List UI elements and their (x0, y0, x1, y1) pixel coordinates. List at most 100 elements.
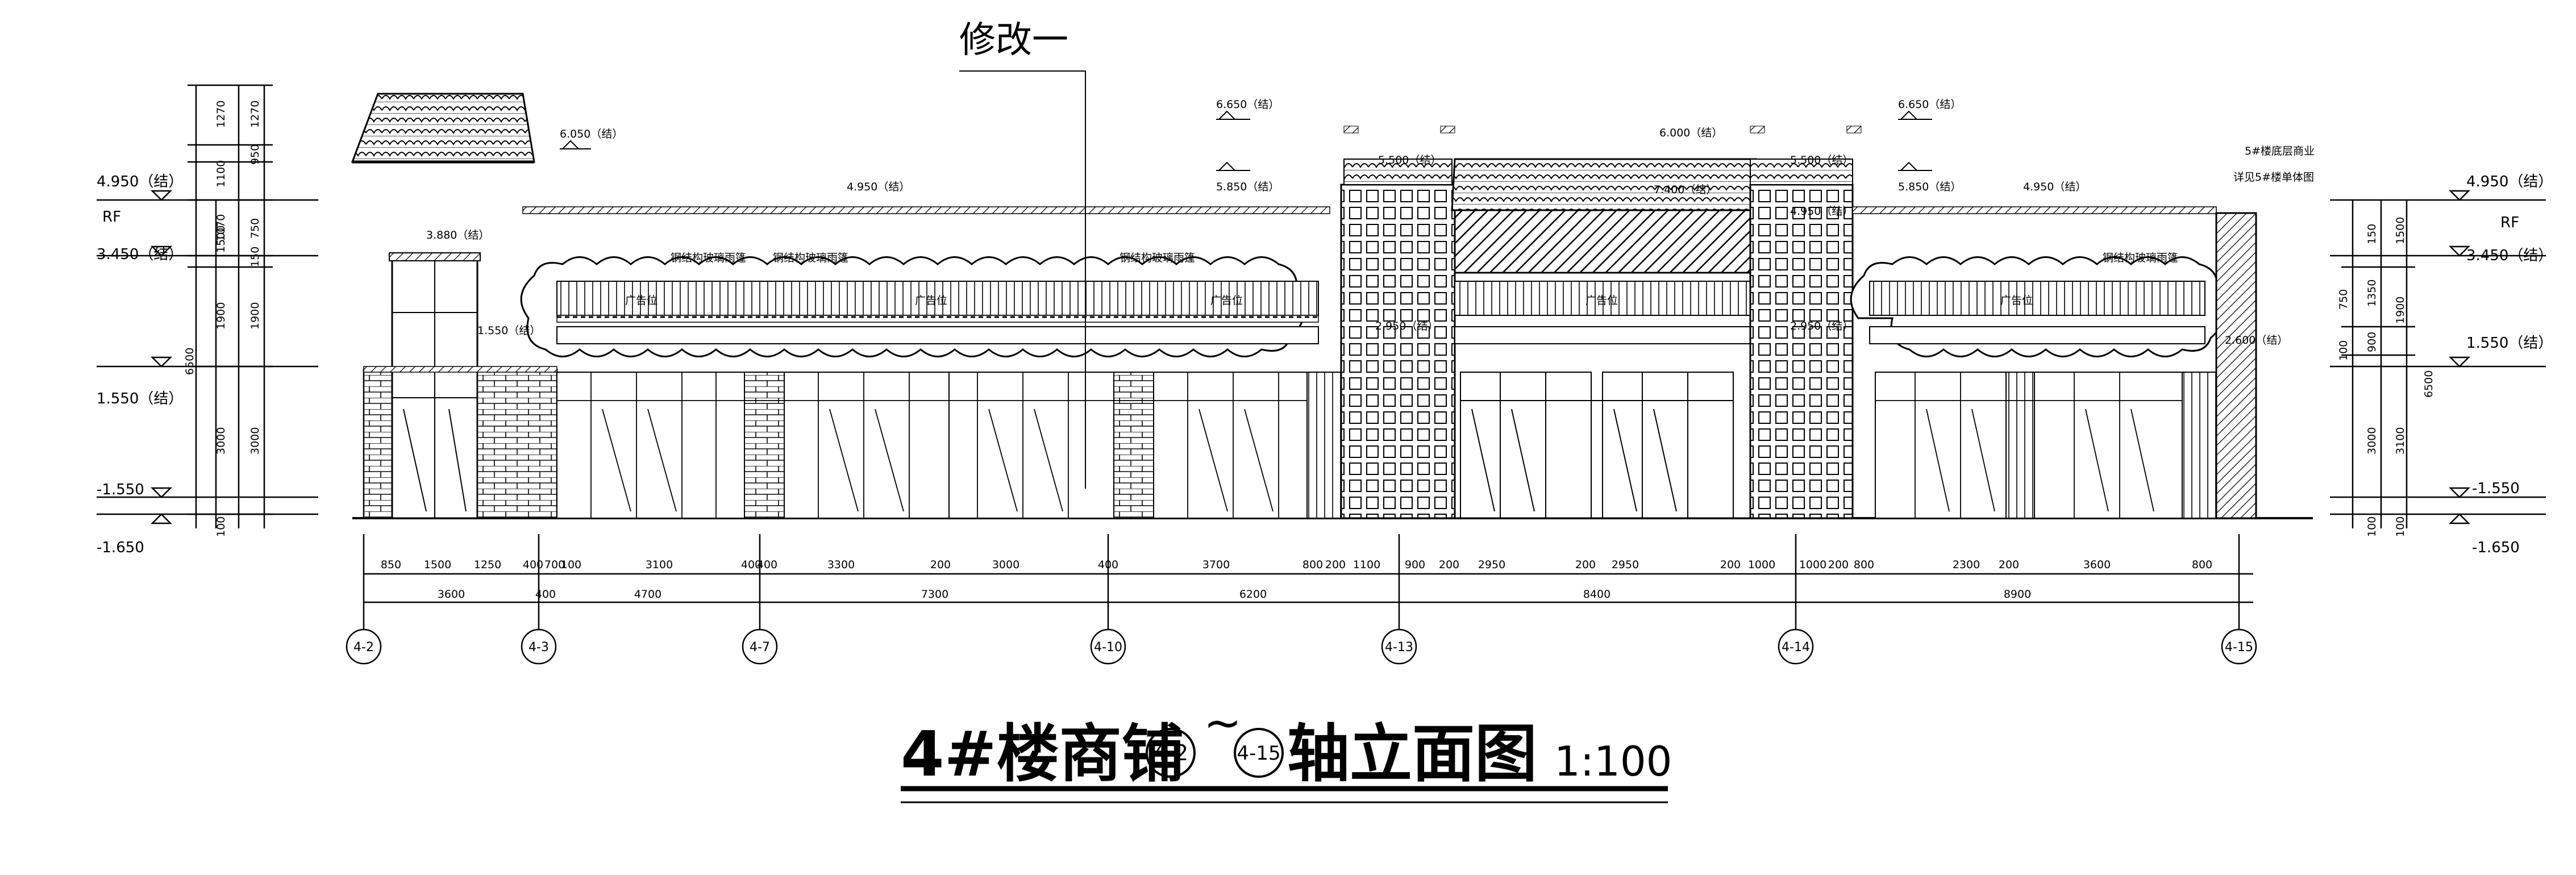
dim-row1-value: 1250 (474, 559, 501, 571)
left-vdim-a0: 1270 (215, 101, 227, 128)
dim-row1-value: 3000 (992, 559, 1019, 571)
brick-pier-2 (476, 368, 558, 519)
dim-row2-value: 400 (535, 588, 556, 601)
right-vdim-a4: 3000 (2366, 427, 2378, 455)
hatched-gable (1454, 209, 1751, 274)
dim-row1-value: 200 (1999, 559, 2019, 571)
dim-row1-value: 400 (523, 559, 543, 571)
left-vdim-a2: 1070 (215, 214, 227, 241)
dim-row1-value: 400 (1098, 559, 1118, 571)
left-level-1550: 1.550（结） (97, 390, 183, 407)
right-vdim-b3: 3100 (2394, 427, 2407, 455)
dim-row1-value: 800 (1854, 559, 1874, 571)
lvl-4950-b: 4.950（结） (2023, 181, 2086, 193)
axis-label: 4-10 (1094, 640, 1122, 655)
dim-row1-value: 400 (741, 559, 761, 571)
dim-row2-value: 4700 (634, 588, 661, 601)
left-vdim-a4: 1900 (215, 302, 227, 330)
right-vdim-total: 6500 (2423, 370, 2435, 398)
lvl-5500-a: 5.500（结） (1378, 154, 1441, 166)
axis-bubble (1381, 628, 1417, 665)
building-5-edge (2215, 212, 2257, 519)
lvl-6050: 6.050（结） (560, 128, 623, 140)
left-vdim-b5: 3000 (249, 427, 261, 455)
right-level-1550: 1.550（结） (2466, 335, 2553, 352)
dim-row1-value: 200 (1575, 559, 1596, 571)
canopy-label-1: 钢结构玻璃雨篷 (671, 252, 746, 264)
dim-row1-value: 3700 (1202, 559, 1230, 571)
left-vdim-b3: 750 (249, 218, 261, 239)
axis-bubble (2221, 628, 2257, 665)
axis-label: 4-2 (353, 640, 374, 655)
right-vdim-b2: 100 (2337, 340, 2350, 361)
right-level-rf: RF (2500, 214, 2519, 231)
dim-row1-value: 200 (1439, 559, 1459, 571)
drawing-title: 4#楼商铺 4-2 ~ 4-15 轴立面图 1:100 (901, 697, 1672, 803)
lvl-1550: 1.550（结） (477, 324, 540, 337)
right-vdim-a2: 750 (2337, 289, 2350, 310)
dim-row1-value: 400 (757, 559, 777, 571)
dim-row1-value: 3300 (827, 559, 855, 571)
dim-row1-value: 700 (544, 559, 565, 571)
right-vdim-a5: 100 (2366, 516, 2378, 537)
title-suffix: 轴立面图 (1287, 718, 1537, 790)
dim-row1-value: 800 (1302, 559, 1323, 571)
dim-row1-value: 200 (1325, 559, 1346, 571)
dim-row1-value: 3600 (2083, 559, 2111, 571)
note-5-line1: 5#楼底层商业 (2245, 145, 2315, 157)
right-vdim-a1: 1350 (2366, 280, 2378, 307)
lvl-6650-b: 6.650（结） (1898, 98, 1961, 111)
axis-label: 4-13 (1385, 640, 1413, 655)
left-vdim-b2: 150 (249, 247, 261, 267)
dim-row2-value: 8400 (1583, 588, 1610, 601)
left-vdim-a3: 1500 (215, 226, 227, 253)
right-level-3450: 3.450（结） (2466, 247, 2553, 264)
sign-label-5: 广告位 (2000, 294, 2033, 307)
left-vdim-a6: 100 (215, 516, 227, 537)
dim-row1-value: 1500 (424, 559, 451, 571)
left-vdim-total: 6500 (184, 348, 196, 375)
canopy-label-2: 钢结构玻璃雨篷 (773, 252, 848, 264)
revision-note: 修改一 (959, 19, 1068, 61)
dim-row1-value: 850 (381, 559, 401, 571)
axis-bubble (346, 628, 382, 665)
sign-label-3: 广告位 (1210, 294, 1243, 307)
axis-label: 4-14 (1782, 640, 1810, 655)
left-level-markers: 4.950（结） RF 3.450（结） 1.550（结） -1.550 -1.… (97, 84, 318, 556)
dim-row1-value: 900 (1405, 559, 1425, 571)
dim-row1-value: 2950 (1612, 559, 1639, 571)
left-vdim-a5: 3000 (215, 427, 227, 455)
storefronts-left (556, 372, 1347, 519)
dim-row1-value: 1000 (1799, 559, 1826, 571)
title-prefix: 4#楼商铺 (901, 718, 1184, 790)
dim-row1-value: 2300 (1953, 559, 1980, 571)
left-level-m1550: -1.550 (97, 481, 144, 498)
lvl-5500-b: 5.500（结） (1790, 154, 1853, 166)
dim-row1-value: 1100 (1353, 559, 1380, 571)
left-vdim-b0: 1270 (249, 101, 261, 128)
sign-band-left (556, 281, 1319, 316)
lvl-5850-b: 5.850（结） (1898, 181, 1961, 193)
right-level-markers: 4.950（结） RF 3.450（结） 1.550（结） -1.550 -1.… (2330, 173, 2553, 556)
left-tile-roof (351, 93, 535, 163)
axis-label: 4-7 (750, 640, 770, 655)
canopy-label-4: 钢结构玻璃雨篷 (2103, 252, 2178, 264)
lvl-7400: 7.400（结） (1654, 184, 1717, 196)
dim-row1-value: 200 (1720, 559, 1741, 571)
right-vdim-b1: 900 (2366, 332, 2378, 352)
left-vdim-b4: 1900 (249, 302, 261, 330)
note-5-line2: 详见5#楼单体图 (2233, 171, 2314, 184)
grid-screen-right (1749, 184, 1854, 519)
sign-label-1: 广告位 (625, 294, 657, 307)
sign-label-2: 广告位 (915, 294, 947, 307)
dim-row1-value: 800 (2192, 559, 2212, 571)
lvl-4950-a: 4.950（结） (847, 181, 910, 193)
lvl-4950-c: 4.950（结） (1790, 205, 1853, 218)
grid-screen-left (1340, 184, 1456, 519)
right-level-4950: 4.950（结） (2466, 173, 2553, 190)
